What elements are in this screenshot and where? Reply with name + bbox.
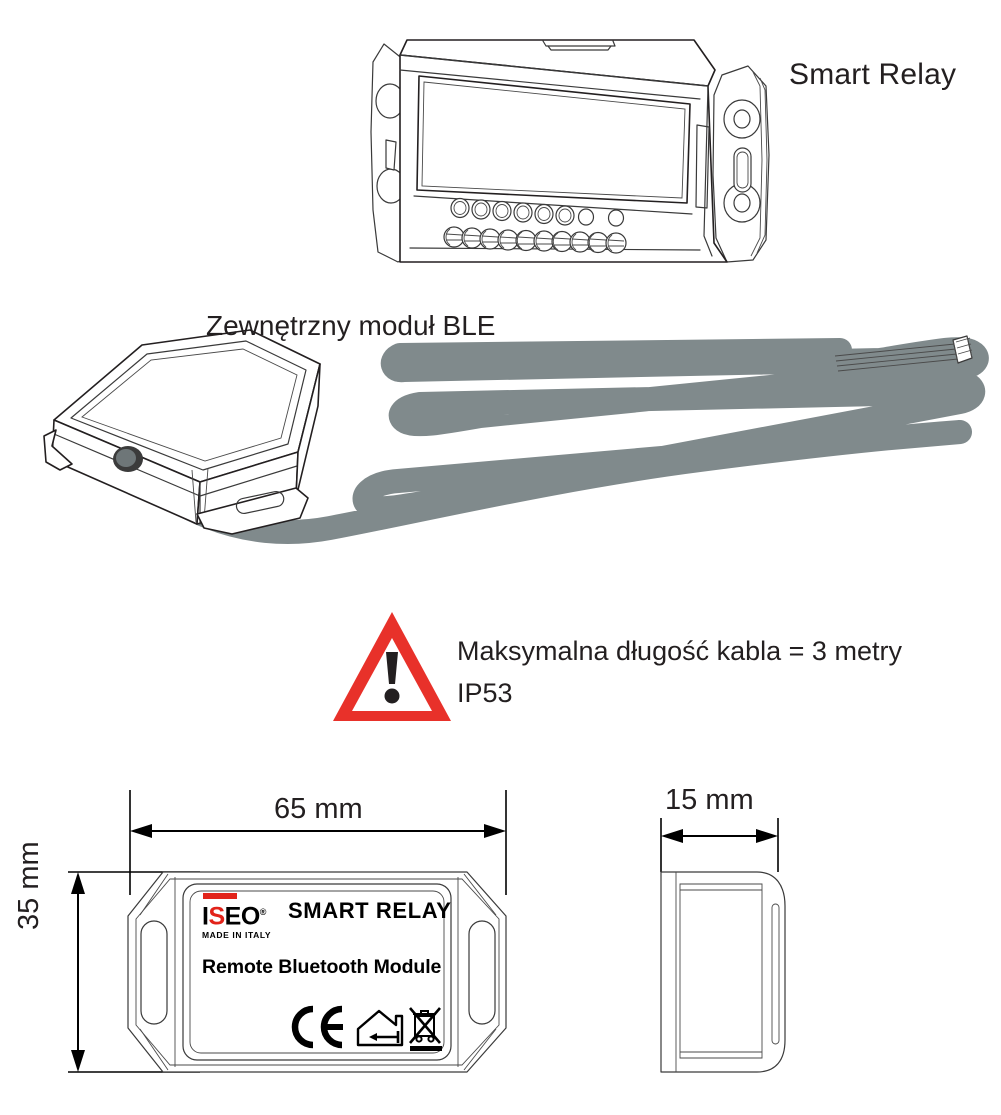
- iseo-registered-mark: ®: [259, 907, 267, 917]
- dimension-label-depth: 15 mm: [665, 784, 754, 816]
- cable-wire-leads: [834, 335, 973, 372]
- warning-line-2: IP53: [457, 678, 513, 708]
- iseo-logo-red-bar: [203, 893, 237, 899]
- smart-relay-terminal-row: [443, 226, 627, 254]
- dimension-label-height: 35 mm: [13, 841, 45, 930]
- iseo-letter-s: S: [208, 902, 225, 931]
- iseo-origin-text: MADE IN ITALY: [202, 930, 272, 941]
- weee-crossed-bin-icon: [409, 1007, 442, 1052]
- smart-relay-device-illustration: [370, 39, 770, 263]
- label-product-subtitle: Remote Bluetooth Module: [202, 956, 442, 978]
- iseo-logo: ISEO® MADE IN ITALY: [202, 893, 280, 940]
- ble-module-cable: [119, 337, 989, 544]
- certification-icons-svg: [291, 1005, 442, 1052]
- iseo-letter-i: I: [202, 902, 209, 931]
- product-label-plate: ISEO® MADE IN ITALY SMART RELAY Remote B…: [202, 885, 451, 1070]
- ble-module-caption: Zewnętrzny moduł BLE: [206, 310, 496, 341]
- dimension-height-35mm: [68, 871, 200, 1073]
- warning-line-1: Maksymalna długość kabla = 3 metry: [457, 636, 902, 666]
- warning-triangle-icon: [333, 612, 451, 721]
- ble-module-side-view: [660, 871, 786, 1073]
- dimension-depth-15mm: [660, 818, 779, 872]
- label-product-name: SMART RELAY: [288, 898, 452, 923]
- smart-relay-led-row: [450, 197, 625, 227]
- external-ble-module-illustration: [43, 329, 321, 535]
- warning-message: Maksymalna długość kabla = 3 metry IP53: [457, 630, 902, 714]
- ce-mark-icon: [291, 1005, 343, 1049]
- iseo-letters-eo: EO: [224, 902, 261, 931]
- certification-icons-row: [286, 1003, 446, 1052]
- indoor-use-icon: [356, 1009, 404, 1047]
- dimension-label-width: 65 mm: [274, 793, 363, 825]
- iseo-wordmark: ISEO®: [202, 900, 280, 929]
- smart-relay-caption: Smart Relay: [789, 58, 957, 91]
